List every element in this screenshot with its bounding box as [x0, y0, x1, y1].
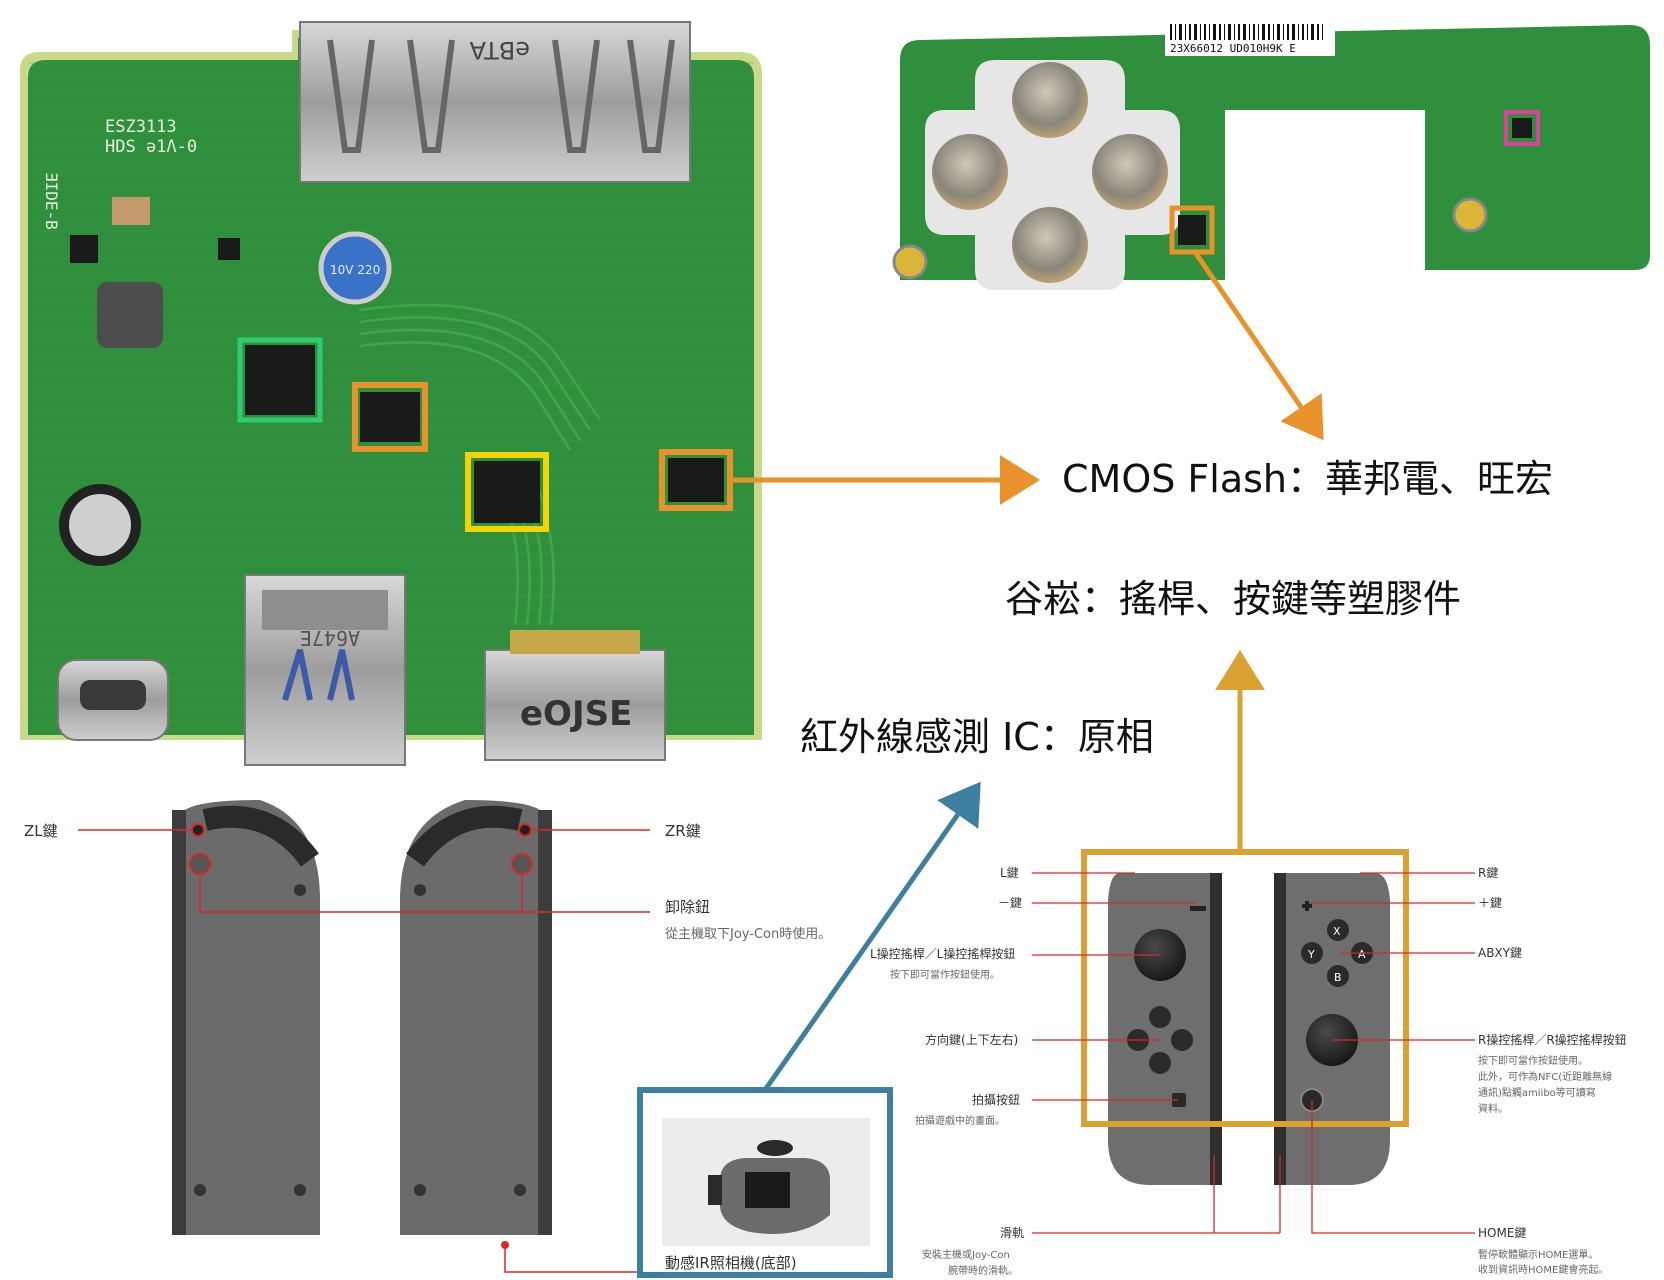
joycon-front-left — [1108, 873, 1213, 1185]
highlight-orange-1 — [352, 382, 428, 452]
btn-a: A — [1358, 948, 1366, 961]
cmos-flash-annotation: CMOS Flash：華邦電、旺宏 — [1062, 457, 1553, 501]
rail-label: 滑軌 — [1000, 1225, 1024, 1240]
pink-chip — [1512, 118, 1532, 138]
capacitor-1: 10V 220 — [318, 231, 392, 305]
plus-label: ＋鍵 — [1478, 895, 1502, 910]
joycon-back-view: ZL鍵 ZR鍵 卸除鈕 從主機取下Joy-Con時使用。 — [24, 800, 831, 1273]
btn-y: Y — [1307, 948, 1315, 961]
dock-connector: eBTA — [299, 21, 691, 183]
usb-c-port — [57, 659, 169, 741]
ir-camera-label: 動感IR照相機(底部) — [665, 1254, 797, 1272]
usb-a-port: A647E — [244, 574, 406, 766]
abxy-label: ABXY鍵 — [1478, 945, 1522, 960]
lstick-label: L操控搖桿／L操控搖桿按鈕 — [870, 946, 1015, 961]
silk-line-2: HDS ə1Λ-0 — [105, 137, 197, 157]
ceramic-cap — [112, 197, 150, 225]
usb-print: A647E — [300, 626, 360, 650]
capture-desc: 拍攝遊戲中的畫面。 — [915, 1114, 1005, 1127]
joycon-back-right — [400, 800, 540, 1235]
chip-orange-2 — [668, 458, 724, 502]
rstick-desc-3: 通訊)點觸amiibo等可讀寫 — [1478, 1086, 1596, 1099]
joycon-pcb-photo: 23X66012 UD010H9K E — [892, 20, 1650, 290]
lstick-desc: 按下即可當作按鈕使用。 — [890, 968, 1000, 981]
highlight-yellow — [465, 452, 549, 532]
rail-desc-2: 腕帶時的滑軌。 — [948, 1264, 1018, 1277]
rstick-desc-4: 資料。 — [1478, 1102, 1508, 1115]
ir-sensor-annotation: 紅外線感測 IC：原相 — [800, 715, 1154, 759]
silk-line-3: ƎIDE-B — [42, 172, 61, 230]
small-dome-right — [1452, 197, 1488, 233]
btn-b: B — [1334, 971, 1342, 984]
dpad-membrane — [925, 60, 1180, 290]
inductor — [97, 282, 163, 348]
highlight-front-controls — [1081, 849, 1409, 1127]
arrow-to-ir — [762, 781, 981, 1092]
silk-line-1: ESZ3113 — [105, 117, 177, 137]
hdmi-print: eOJSE — [520, 694, 632, 734]
home-desc-1: 暫停軟體顯示HOME選單。 — [1478, 1248, 1598, 1261]
chip-yellow — [474, 461, 540, 523]
arrow-flash-to-label — [1192, 250, 1324, 441]
home-desc-2: 收到資訊時HOME鍵會亮起。 — [1478, 1263, 1608, 1276]
highlight-green — [237, 337, 323, 423]
gucong-annotation: 谷崧：搖桿、按鍵等塑膠件 — [1005, 577, 1461, 621]
rstick-label: R操控搖桿／R操控搖桿按鈕 — [1478, 1032, 1627, 1047]
small-dome-left — [892, 244, 928, 280]
highlight-flash — [1169, 205, 1215, 255]
joycon-front-view: X Y A B L鍵 －鍵 L操控搖桿／L操控搖桿按鈕 按下即可當作按鈕使用。 — [870, 849, 1627, 1277]
zl-label: ZL鍵 — [24, 822, 58, 840]
flash-chip — [1178, 215, 1206, 245]
release-label: 卸除鈕 — [665, 898, 710, 916]
chip-small-1 — [70, 235, 98, 263]
highlight-pink — [1504, 110, 1540, 146]
barcode-text: 23X66012 UD010H9K E — [1170, 42, 1296, 55]
btn-x: X — [1333, 925, 1341, 938]
release-desc: 從主機取下Joy-Con時使用。 — [665, 926, 831, 942]
chip-orange-1 — [360, 392, 420, 442]
minus-label: －鍵 — [998, 895, 1022, 910]
connector-print: eBTA — [469, 36, 530, 64]
rail-desc-1: 安裝主機或Joy-Con — [922, 1248, 1010, 1261]
chip-green — [245, 345, 315, 415]
chip-small-2 — [218, 238, 240, 260]
capture-label: 拍攝按鈕 — [972, 1092, 1020, 1107]
r-label: R鍵 — [1478, 865, 1498, 880]
capacitor-2 — [59, 484, 141, 566]
joycon-back-left — [185, 800, 320, 1235]
main-pcb-photo: eBTA ESZ3113 HDS ə1Λ-0 ƎIDE-B 10V 220 — [20, 21, 762, 766]
barcode: 23X66012 UD010H9K E — [1165, 20, 1335, 56]
rstick-desc-2: 此外，可作為NFC(近距離無線 — [1478, 1070, 1612, 1083]
rstick-desc-1: 按下即可當作按鈕使用。 — [1478, 1054, 1588, 1067]
zr-label: ZR鍵 — [665, 822, 701, 840]
l-label: L鍵 — [1000, 865, 1019, 880]
ir-camera-inset: 動感IR照相機(底部) — [637, 1087, 893, 1278]
hdmi-port: eOJSE — [484, 630, 666, 761]
dpad-label: 方向鍵(上下左右) — [925, 1032, 1018, 1047]
capacitor-label: 10V 220 — [330, 263, 380, 277]
home-label: HOME鍵 — [1478, 1225, 1526, 1240]
